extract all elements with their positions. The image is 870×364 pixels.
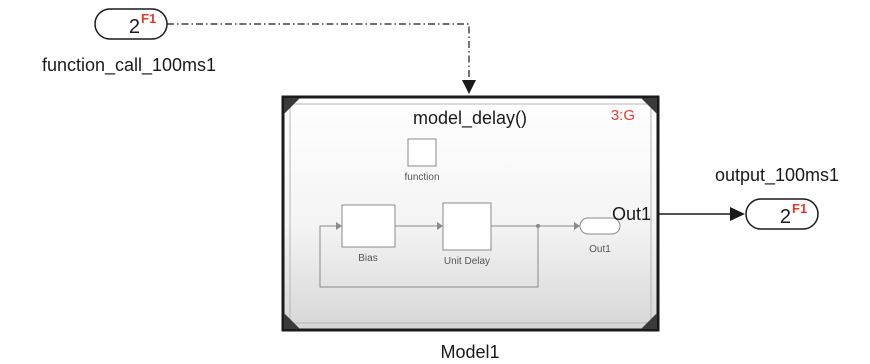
thumbnail-bias-block: [341, 204, 396, 248]
outport-shape[interactable]: [745, 198, 819, 230]
thumbnail-out-label: Out1: [589, 244, 611, 255]
thumbnail-branch-point: [536, 224, 540, 228]
thumbnail-wire-feedback: [319, 225, 539, 288]
outport-block[interactable]: 2 F1: [745, 198, 819, 230]
inport-number: 2: [129, 16, 140, 38]
thumbnail-arrow-into-out: [574, 222, 580, 230]
sample-time-tag: 3:G: [611, 107, 635, 124]
model-block-inner-border: [289, 103, 652, 324]
output-arrowhead: [730, 207, 745, 221]
inport-name: function_call_100ms1: [42, 55, 216, 76]
outport-tag: F1: [792, 201, 807, 216]
inport-tag: F1: [141, 11, 156, 26]
corner-marker-bottom-left: [284, 313, 300, 329]
thumbnail-arrowheads: [336, 222, 580, 230]
function-call-arrowhead: [462, 80, 476, 94]
thumbnail-trigger-label: function: [404, 172, 439, 183]
function-call-signal[interactable]: [167, 23, 476, 94]
corner-marker-top-right: [641, 98, 657, 114]
thumbnail-unit-delay-block: [442, 202, 492, 251]
model-block-name: Model1: [440, 342, 499, 362]
thumbnail-arrow-into-bias: [336, 222, 342, 230]
function-name: model_delay(): [413, 108, 527, 129]
outport-number: 2: [780, 206, 791, 228]
thumbnail-bias-label: Bias: [358, 253, 377, 264]
inport-block[interactable]: 2 F1: [94, 8, 168, 40]
output-signal[interactable]: [658, 207, 745, 221]
thumbnail-trigger-port: [407, 138, 437, 167]
thumbnail-unit-delay-label: Unit Delay: [444, 256, 490, 267]
corner-marker-bottom-right: [641, 313, 657, 329]
model-reference-block[interactable]: model_delay() 3:G function Bias Unit Del…: [281, 95, 660, 332]
thumbnail-arrow-into-delay: [437, 222, 443, 230]
corner-marker-top-left: [284, 98, 300, 114]
output-port-label: Out1: [612, 204, 651, 224]
outport-name: output_100ms1: [715, 165, 839, 186]
thumbnail-wiring: [319, 225, 574, 288]
